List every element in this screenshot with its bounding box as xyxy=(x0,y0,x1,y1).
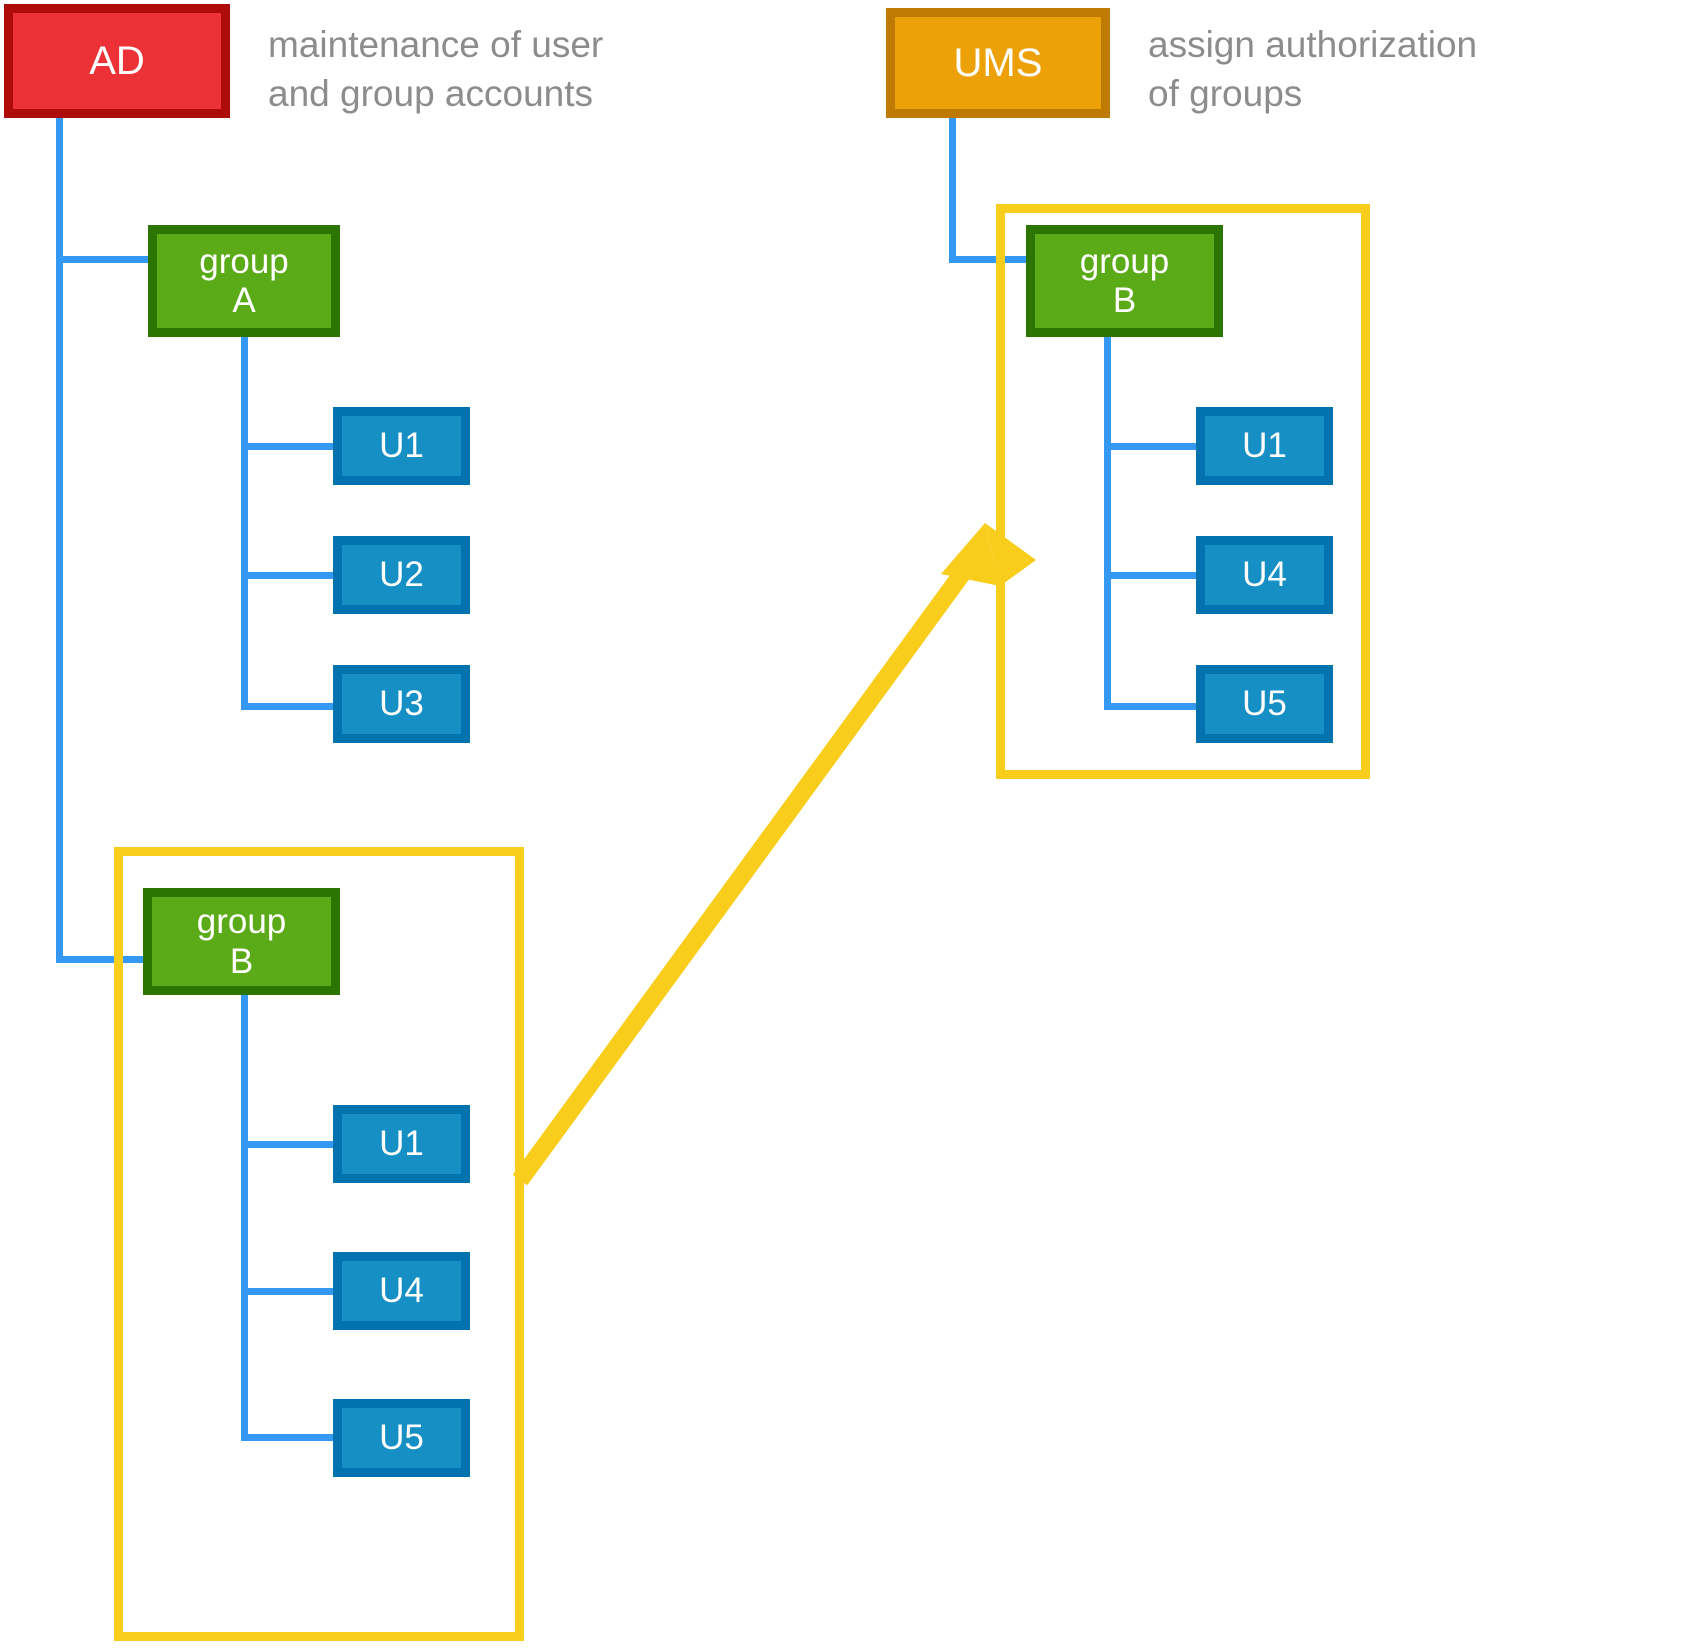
connector-group-a-to-u2 xyxy=(241,572,337,579)
node-ad-group-b-user-1[interactable]: U4 xyxy=(333,1252,470,1330)
connector-ad-to-group-a xyxy=(56,256,152,263)
connector-ad-group-b-to-u5 xyxy=(241,1434,337,1441)
ad-group-b-scope-frame xyxy=(114,847,524,1641)
connector-ums-group-b-trunk xyxy=(1104,337,1111,710)
ums-group-b-scope-frame xyxy=(996,204,1370,779)
connector-ad-group-b-trunk xyxy=(241,994,248,1441)
connector-group-a-to-u3 xyxy=(241,703,337,710)
node-ums-group-b-user-1[interactable]: U4 xyxy=(1196,536,1333,614)
node-ums-group-b-user-2[interactable]: U5 xyxy=(1196,665,1333,743)
node-ad-group-a-user-2[interactable]: U3 xyxy=(333,665,470,743)
node-ad-group-a-user-1[interactable]: U2 xyxy=(333,536,470,614)
caption-ums: assign authorization of groups xyxy=(1148,24,1478,115)
node-ad-group-b-user-0[interactable]: U1 xyxy=(333,1105,470,1183)
connector-ad-to-group-b xyxy=(56,956,152,963)
connector-ad-group-b-to-u4 xyxy=(241,1288,337,1295)
connector-ums-trunk xyxy=(949,118,956,263)
node-ums-group-b-user-0[interactable]: U1 xyxy=(1196,407,1333,485)
node-ad-group-a[interactable]: group A xyxy=(148,225,340,337)
node-ad-group-b-user-2[interactable]: U5 xyxy=(333,1399,470,1477)
connector-ums-group-b-to-u5 xyxy=(1104,703,1200,710)
node-ad[interactable]: AD xyxy=(4,4,230,118)
node-ad-group-a-user-0[interactable]: U1 xyxy=(333,407,470,485)
node-ad-group-b[interactable]: group B xyxy=(143,888,340,995)
group-b-sync-arrow xyxy=(512,523,1036,1186)
node-ums[interactable]: UMS xyxy=(886,8,1110,118)
connector-group-a-trunk xyxy=(241,337,248,710)
node-ums-group-b[interactable]: group B xyxy=(1026,225,1223,337)
caption-ad: maintenance of user and group accounts xyxy=(268,24,604,115)
connector-ad-group-b-to-u1 xyxy=(241,1141,337,1148)
connector-group-a-to-u1 xyxy=(241,443,337,450)
connector-ums-group-b-to-u1 xyxy=(1104,443,1200,450)
connector-ad-trunk xyxy=(56,118,63,963)
connector-ums-group-b-to-u4 xyxy=(1104,572,1200,579)
